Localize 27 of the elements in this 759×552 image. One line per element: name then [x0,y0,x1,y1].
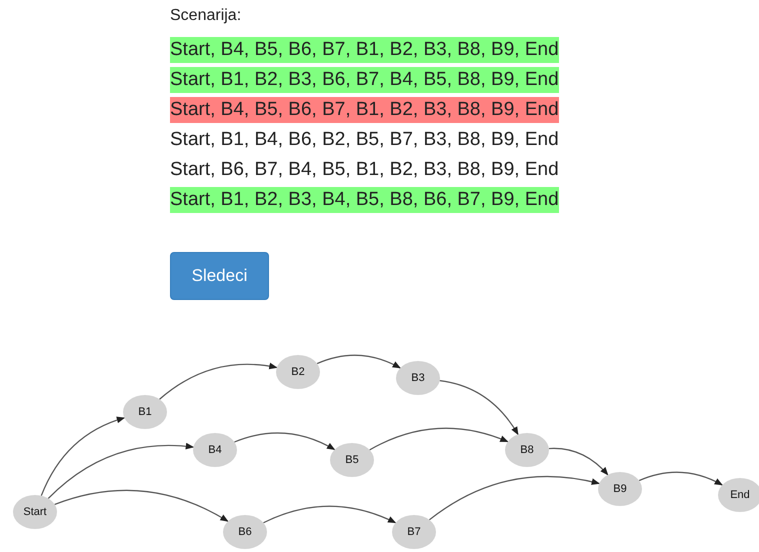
scenario-line: Start, B1, B4, B6, B2, B5, B7, B3, B8, B9, End [170,128,559,152]
graph-node: B7 [392,515,436,549]
arrow [54,490,229,522]
graph-node: B4 [193,433,237,467]
heading: Scenarija: [170,7,242,25]
graph-node: Start [13,495,57,529]
graph-node: End [718,478,759,512]
arrow [316,354,401,368]
arrow [440,380,519,436]
next-button: Sledeci [170,252,269,300]
arrow [48,443,194,499]
arrow [159,362,278,400]
arrow [263,506,396,524]
graph-node: B1 [123,395,167,429]
arrow [548,448,608,476]
arrow [234,432,336,450]
graph-node: B8 [505,433,549,467]
graph-node: B9 [598,472,642,506]
graph-node: B5 [330,443,374,477]
graph-node: B3 [396,361,440,395]
scenario-line: Start, B6, B7, B4, B5, B1, B2, B3, B8, B9, End [170,158,559,182]
arrow [429,476,600,520]
arrow [638,472,723,486]
graph-node: B6 [223,515,267,549]
graph-node: B2 [276,355,320,389]
arrow [40,416,126,496]
arrow [369,428,509,450]
